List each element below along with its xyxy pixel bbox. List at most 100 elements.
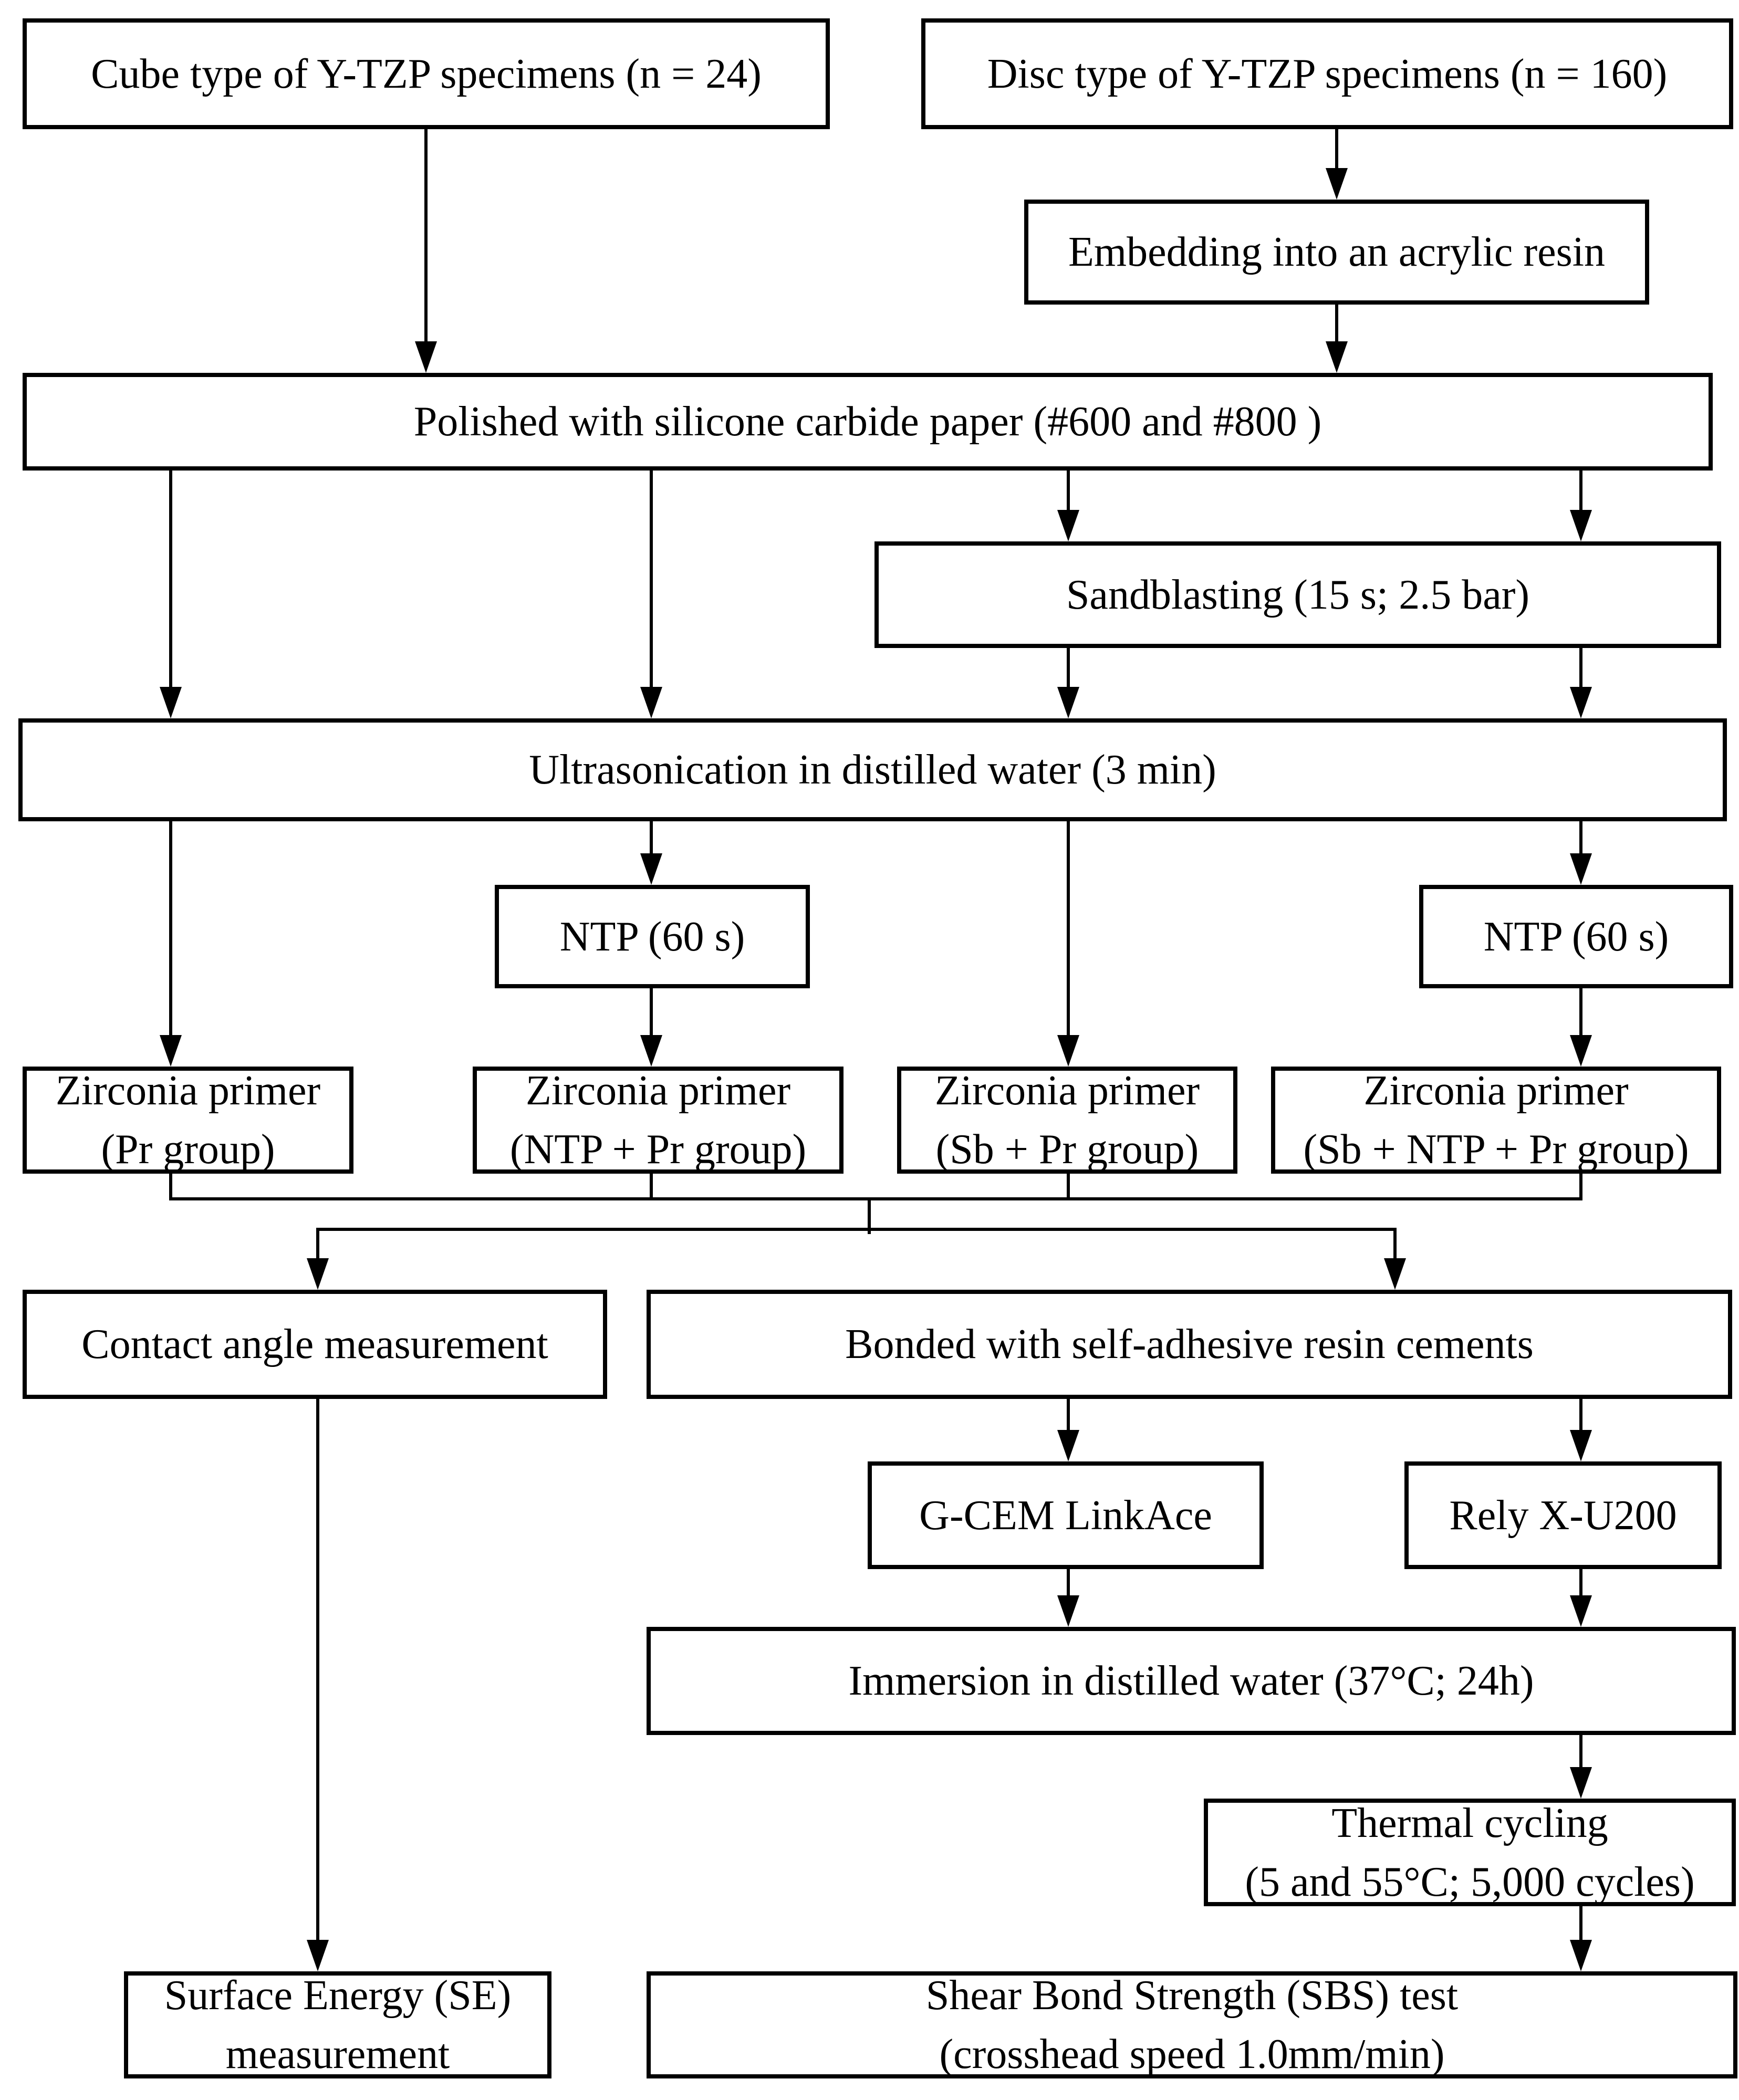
arrowhead-icon	[1570, 853, 1592, 885]
connector-line	[169, 1197, 1582, 1200]
node-thermal-cycling: Thermal cycling (5 and 55°C; 5,000 cycle…	[1204, 1799, 1736, 1906]
node-label: Disc type of Y-TZP specimens (n = 160)	[987, 50, 1668, 97]
connector-line	[1579, 648, 1582, 687]
node-primer-pr: Zirconia primer (Pr group)	[23, 1067, 353, 1174]
arrowhead-icon	[1570, 1595, 1592, 1627]
node-label: (Sb + Pr group)	[935, 1126, 1199, 1173]
arrowhead-icon	[1384, 1258, 1406, 1290]
node-sandblasting: Sandblasting (15 s; 2.5 bar)	[874, 541, 1721, 648]
connector-line	[868, 1197, 871, 1234]
node-bonded: Bonded with self-adhesive resin cements	[647, 1290, 1732, 1399]
node-ultrasonication: Ultrasonication in distilled water (3 mi…	[18, 718, 1727, 821]
connector-line	[1335, 129, 1338, 168]
node-primer-sb-pr: Zirconia primer (Sb + Pr group)	[897, 1067, 1237, 1174]
connector-line	[650, 1174, 653, 1200]
node-rely-x-u200: Rely X-U200	[1404, 1461, 1722, 1569]
arrowhead-icon	[1570, 1940, 1592, 1971]
node-label: Zirconia primer	[525, 1068, 791, 1114]
connector-line	[1579, 1569, 1582, 1595]
node-label: Surface Energy (SE)	[164, 1972, 512, 2019]
node-label: Immersion in distilled water (37°C; 24h)	[848, 1658, 1534, 1704]
arrowhead-icon	[1570, 1035, 1592, 1067]
node-label: Rely X-U200	[1449, 1492, 1677, 1539]
node-immersion: Immersion in distilled water (37°C; 24h)	[647, 1627, 1736, 1735]
node-surface-energy: Surface Energy (SE) measurement	[124, 1971, 551, 2078]
connector-line	[1067, 1174, 1070, 1200]
connector-line	[169, 471, 172, 687]
node-embedding: Embedding into an acrylic resin	[1024, 200, 1649, 305]
node-label: Zirconia primer	[1363, 1068, 1629, 1114]
connector-line	[1067, 821, 1070, 1035]
arrowhead-icon	[1570, 687, 1592, 718]
connector-line	[424, 129, 428, 341]
node-label: Zirconia primer	[55, 1068, 321, 1114]
node-label: Cube type of Y-TZP specimens (n = 24)	[91, 50, 762, 97]
node-label: Sandblasting (15 s; 2.5 bar)	[1066, 571, 1530, 618]
connector-line	[1067, 648, 1070, 687]
node-label: NTP (60 s)	[559, 913, 745, 960]
arrowhead-icon	[160, 1035, 182, 1067]
node-ntp-right: NTP (60 s)	[1419, 885, 1733, 988]
node-label: Embedding into an acrylic resin	[1068, 229, 1605, 275]
connector-line	[1579, 1906, 1582, 1940]
connector-line	[316, 1228, 319, 1258]
arrowhead-icon	[1570, 1767, 1592, 1799]
arrowhead-icon	[1570, 1430, 1592, 1461]
arrowhead-icon	[640, 687, 662, 718]
arrowhead-icon	[1057, 687, 1079, 718]
node-label: Contact angle measurement	[81, 1321, 548, 1367]
connector-line	[650, 471, 653, 687]
arrowhead-icon	[1057, 1035, 1079, 1067]
arrowhead-icon	[640, 853, 662, 885]
connector-line	[650, 821, 653, 853]
node-polished: Polished with silicone carbide paper (#6…	[23, 373, 1713, 471]
node-ntp-left: NTP (60 s)	[495, 885, 810, 988]
connector-line	[1067, 1569, 1070, 1595]
arrowhead-icon	[1326, 341, 1348, 373]
node-label: Thermal cycling	[1331, 1800, 1608, 1846]
node-label: Zirconia primer	[934, 1068, 1200, 1114]
arrowhead-icon	[307, 1940, 329, 1971]
connector-line	[1579, 471, 1582, 510]
node-label: measurement	[225, 2031, 450, 2077]
connector-line	[1067, 1399, 1070, 1430]
node-cube-specimens: Cube type of Y-TZP specimens (n = 24)	[23, 18, 830, 129]
connector-line	[1579, 1735, 1582, 1767]
connector-line	[1579, 821, 1582, 853]
node-label: (5 and 55°C; 5,000 cycles)	[1245, 1858, 1695, 1905]
node-label: Bonded with self-adhesive resin cements	[845, 1321, 1534, 1367]
node-label: G-CEM LinkAce	[919, 1492, 1212, 1539]
arrowhead-icon	[640, 1035, 662, 1067]
connector-line	[316, 1399, 319, 1940]
node-label: (NTP + Pr group)	[509, 1126, 807, 1173]
connector-line	[1579, 1399, 1582, 1430]
arrowhead-icon	[160, 687, 182, 718]
connector-line	[316, 1228, 1397, 1231]
arrowhead-icon	[1326, 168, 1348, 200]
node-primer-ntp-pr: Zirconia primer (NTP + Pr group)	[473, 1067, 844, 1174]
node-label: (Pr group)	[101, 1126, 275, 1173]
connector-line	[1579, 988, 1582, 1035]
node-label: (Sb + NTP + Pr group)	[1303, 1126, 1689, 1173]
node-primer-sb-ntp-pr: Zirconia primer (Sb + NTP + Pr group)	[1271, 1067, 1721, 1174]
node-gcem-linkace: G-CEM LinkAce	[868, 1461, 1264, 1569]
arrowhead-icon	[1057, 1595, 1079, 1627]
arrowhead-icon	[415, 341, 437, 373]
connector-line	[1393, 1228, 1397, 1258]
connector-line	[169, 821, 172, 1035]
node-sbs-test: Shear Bond Strength (SBS) test (crosshea…	[647, 1971, 1737, 2078]
connector-line	[1335, 305, 1338, 341]
arrowhead-icon	[1057, 510, 1079, 541]
arrowhead-icon	[1570, 510, 1592, 541]
node-contact-angle: Contact angle measurement	[23, 1290, 607, 1399]
connector-line	[1579, 1174, 1582, 1200]
arrowhead-icon	[307, 1258, 329, 1290]
arrowhead-icon	[1057, 1430, 1079, 1461]
node-label: Ultrasonication in distilled water (3 mi…	[529, 747, 1216, 793]
node-label: Shear Bond Strength (SBS) test	[925, 1972, 1459, 2019]
node-disc-specimens: Disc type of Y-TZP specimens (n = 160)	[921, 18, 1733, 129]
node-label: (crosshead speed 1.0mm/min)	[939, 2031, 1445, 2077]
node-label: Polished with silicone carbide paper (#6…	[413, 399, 1322, 445]
node-label: NTP (60 s)	[1483, 913, 1669, 960]
